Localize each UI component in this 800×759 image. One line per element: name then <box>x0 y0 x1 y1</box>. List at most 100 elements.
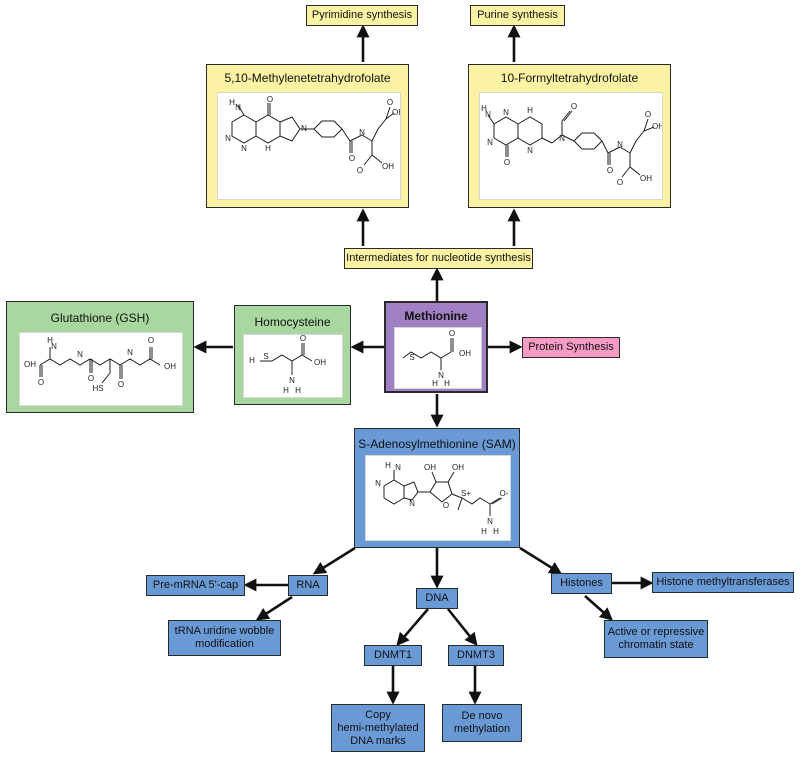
atom-o: O <box>88 374 94 383</box>
atom-o: O <box>38 378 44 387</box>
atom-o: O <box>349 154 355 163</box>
glutathione-structure: OH H N O N O HS O N O OH <box>19 332 183 406</box>
atom-o: O <box>617 178 623 187</box>
homocysteine-box: Homocysteine H S O OH N H H <box>234 305 351 405</box>
pyrimidine-synthesis-label: Pyrimidine synthesis <box>311 9 413 21</box>
atom-o: O <box>357 166 363 175</box>
atom-oh: OH <box>392 108 401 117</box>
atom-hs: HS <box>92 384 103 393</box>
homocysteine-label: Homocysteine <box>254 315 331 329</box>
atom-o: O <box>300 335 306 343</box>
copy-marks-node: Copy hemi-methylated DNA marks <box>331 704 425 752</box>
atom-n: N <box>487 517 493 526</box>
copy-marks-line-3: DNA marks <box>350 734 406 747</box>
atom-o: O <box>504 158 510 167</box>
pre-mrna-cap-label: Pre-mRNA 5'-cap <box>152 579 239 591</box>
atom-n: N <box>359 128 365 137</box>
atom-n: N <box>559 134 565 143</box>
atom-n: N <box>301 124 307 133</box>
atom-o: O <box>118 380 124 389</box>
de-novo-line-2: methylation <box>453 723 511 735</box>
formyl-thf-box: 10-Formyltetrahydrofolate H <box>468 64 671 208</box>
trna-wobble-node: tRNA uridine wobble modification <box>168 620 281 656</box>
atom-h: H <box>493 527 499 536</box>
arrow-histones-to-chromatin <box>584 595 613 621</box>
dnmt1-node: DNMT1 <box>364 645 422 666</box>
dnmt1-label: DNMT1 <box>374 649 412 661</box>
copy-marks-line-2: hemi-methylated <box>337 721 419 734</box>
methylene-thf-structure: H N O N N H N O N OH O O OH <box>217 92 401 200</box>
arrow-rna-to-trna <box>255 595 293 621</box>
atom-o-minus: O- <box>500 489 509 498</box>
arrow-dna-to-dnmt3 <box>446 608 478 647</box>
protein-synthesis-node: Protein Synthesis <box>522 337 620 358</box>
atom-s: S <box>263 352 268 361</box>
atom-h: H <box>249 356 255 365</box>
atom-s: S <box>409 353 414 362</box>
atom-n: N <box>241 144 247 153</box>
atom-oh: OH <box>652 122 663 131</box>
histone-mt-node: Histone methyltransferases <box>652 572 794 593</box>
glutathione-box: Glutathione (GSH) OH H N O N O HS O N O … <box>6 301 194 413</box>
intermediates-label: Intermediates for nucleotide synthesis <box>346 252 531 264</box>
atom-n: N <box>438 371 444 380</box>
pyrimidine-synthesis-node: Pyrimidine synthesis <box>306 5 418 26</box>
purine-synthesis-node: Purine synthesis <box>470 5 565 26</box>
atom-o: O <box>645 110 651 119</box>
formyl-thf-label: 10-Formyltetrahydrofolate <box>500 71 639 85</box>
copy-marks-line-1: Copy <box>365 708 391 721</box>
atom-h: H <box>295 386 301 395</box>
atom-o: O <box>267 95 273 104</box>
atom-oh: OH <box>164 362 176 371</box>
atom-n: N <box>375 479 381 488</box>
arrow-sam-to-histones <box>519 546 563 575</box>
atom-oh: OH <box>452 463 464 472</box>
atom-n: N <box>77 350 83 359</box>
dna-label: DNA <box>425 592 449 604</box>
atom-n: N <box>289 376 295 385</box>
dnmt3-node: DNMT3 <box>448 645 504 666</box>
dnmt3-label: DNMT3 <box>457 649 495 661</box>
sam-structure: H N N N OH OH O S+ O- N H H <box>365 455 511 541</box>
rna-node: RNA <box>288 575 328 596</box>
atom-n: N <box>527 146 533 155</box>
atom-o: O <box>449 329 455 338</box>
atom-oh: OH <box>382 162 394 171</box>
purine-synthesis-label: Purine synthesis <box>477 9 558 21</box>
atom-h: H <box>444 379 450 388</box>
glutathione-label: Glutathione (GSH) <box>50 311 150 325</box>
atom-n: N <box>503 108 509 117</box>
atom-n: N <box>225 134 231 143</box>
histones-label: Histones <box>560 577 603 589</box>
atom-n: N <box>485 110 491 119</box>
atom-oh: OH <box>424 463 436 472</box>
atom-n: N <box>395 463 401 472</box>
sam-label: S-Adenosylmethionine (SAM) <box>358 437 516 451</box>
atom-h: H <box>527 106 533 115</box>
atom-n: N <box>409 499 415 508</box>
trna-wobble-line-1: tRNA uridine wobble <box>174 625 275 637</box>
atom-h: H <box>481 527 487 536</box>
atom-h: H <box>283 386 289 395</box>
atom-oh: OH <box>640 174 652 183</box>
chromatin-line-2: chromatin state <box>618 639 694 651</box>
atom-h: H <box>265 144 271 153</box>
atom-n: N <box>487 138 493 147</box>
atom-o: O <box>387 98 393 107</box>
histone-mt-label: Histone methyltransferases <box>656 576 790 588</box>
methylene-thf-label: 5,10-Methylenetetrahydrofolate <box>224 71 391 85</box>
atom-o: O <box>148 336 154 345</box>
de-novo-node: De novo methylation <box>442 704 522 742</box>
atom-n: N <box>617 140 623 149</box>
atom-o: O <box>443 501 449 510</box>
atom-n: N <box>51 342 57 351</box>
atom-oh: OH <box>24 360 36 369</box>
atom-h: H <box>481 104 487 113</box>
atom-o: O <box>607 166 613 175</box>
atom-h: H <box>229 98 235 107</box>
atom-h: H <box>385 461 391 470</box>
histones-node: Histones <box>551 573 612 594</box>
protein-synthesis-label: Protein Synthesis <box>528 341 614 353</box>
atom-oh: OH <box>459 349 471 358</box>
